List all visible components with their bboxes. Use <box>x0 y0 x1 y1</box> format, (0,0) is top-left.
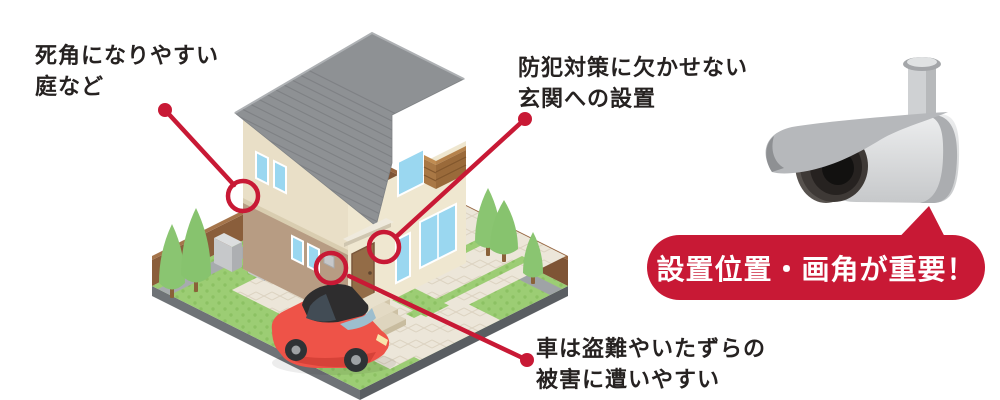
label-garden-line2: 庭など <box>35 74 105 99</box>
security-camera-icon <box>765 57 960 203</box>
entrance-canopy <box>343 218 394 243</box>
house-illustration <box>152 31 568 400</box>
callout-text: 設置位置・画角が重要！ <box>656 253 976 285</box>
camera-body <box>765 112 960 203</box>
car-illustration <box>271 284 396 375</box>
label-garden: 死角になりやすい 庭など <box>35 40 219 102</box>
tree-icon <box>475 188 543 284</box>
label-entrance-line2: 玄関への設置 <box>518 86 657 111</box>
marker-circle-garden <box>225 178 261 214</box>
callout-bubble: 設置位置・画角が重要！ <box>647 235 985 300</box>
label-car-line1: 車は盗難やいたずらの <box>536 336 767 361</box>
windows-1f-east <box>395 202 457 285</box>
label-car: 車は盗難やいたずらの 被害に遭いやすい <box>536 333 766 395</box>
leader-line-entrance <box>394 116 528 239</box>
garden-trees <box>159 188 543 298</box>
leader-dot-car <box>520 353 534 367</box>
lot-base <box>152 286 568 400</box>
tree-icon <box>159 208 211 298</box>
leader-line-car <box>346 273 530 363</box>
leader-line-garden <box>162 107 237 188</box>
label-entrance-line1: 防犯対策に欠かせない <box>518 55 749 80</box>
label-entrance: 防犯対策に欠かせない 玄関への設置 <box>518 52 748 114</box>
marker-circle-entrance <box>366 229 402 265</box>
balcony <box>423 146 467 189</box>
label-garden-line1: 死角になりやすい <box>35 43 220 68</box>
leader-dot-garden <box>158 103 172 117</box>
leader-dot-entrance <box>518 112 532 126</box>
label-car-line2: 被害に遭いやすい <box>536 367 721 392</box>
marker-circle-car <box>313 250 349 286</box>
